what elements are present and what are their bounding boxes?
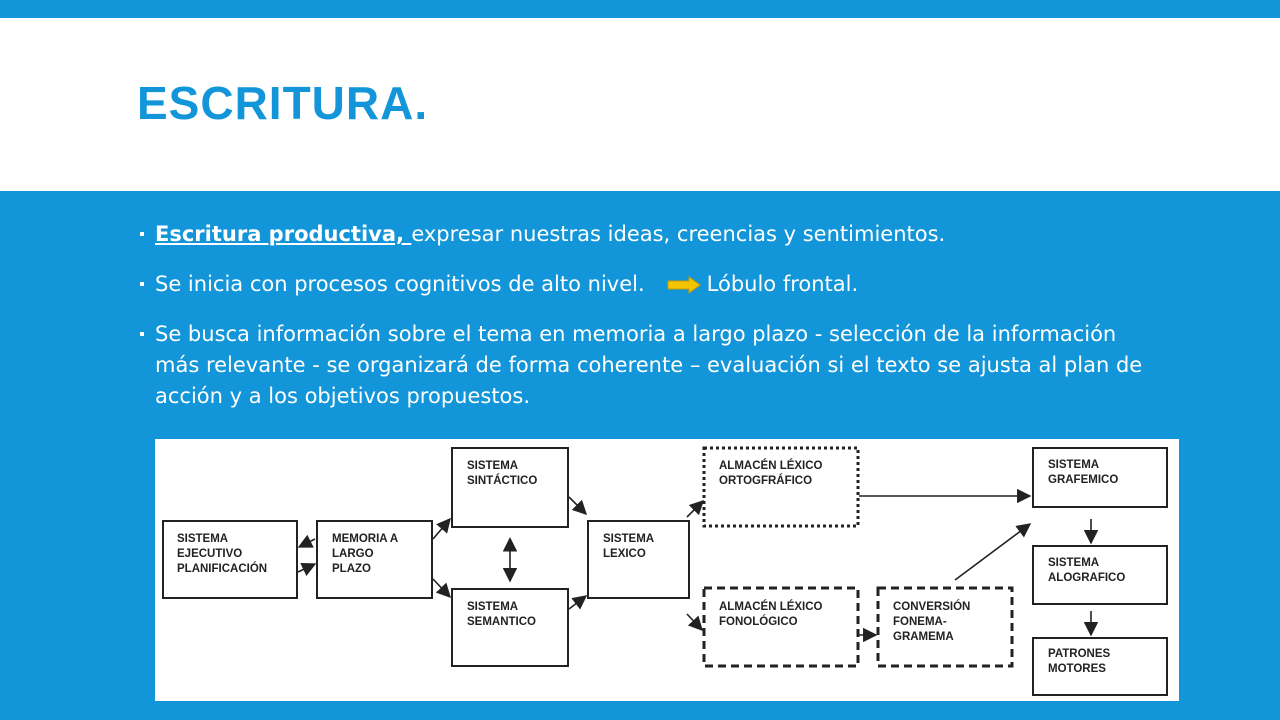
diagram-arrows (297, 488, 1099, 643)
box-label-line: SISTEMA (177, 533, 228, 545)
box-sistema-ejecutivo: SISTEMA EJECUTIVO PLANIFICACIÓN (162, 520, 298, 599)
arrow-memoria-to-semantico (432, 578, 451, 599)
arrow-ejecutivo-to-memoria (297, 563, 317, 577)
slide-title: ESCRITURA. (137, 77, 429, 129)
bullet-icon (140, 332, 144, 336)
bullet-item: Escritura productiva, expresar nuestras … (140, 219, 1150, 250)
bullet-text: Se busca información sobre el tema en me… (155, 322, 1143, 408)
top-accent-bar (0, 0, 1280, 18)
box-label-line: EJECUTIVO (177, 548, 242, 560)
bullet-list: Escritura productiva, expresar nuestras … (140, 219, 1150, 431)
bullet-text: Se inicia con procesos cognitivos de alt… (155, 272, 645, 296)
arrow-lexico-to-ortografico (686, 499, 705, 518)
bullet-lead: Escritura productiva, (155, 222, 412, 246)
bullet-icon (140, 232, 144, 236)
bullet-icon (140, 282, 144, 286)
arrow-right-icon (667, 276, 701, 294)
arrow-memoria-to-sintactico (432, 517, 451, 540)
arrow-memoria-to-ejecutivo (297, 534, 316, 548)
bullet-item: Se busca información sobre el tema en me… (140, 319, 1150, 412)
title-area: ESCRITURA. (0, 18, 1280, 191)
arrow-semantico-to-lexico (568, 595, 588, 610)
bullet-after-arrow: Lóbulo frontal. (706, 272, 859, 296)
arrow-sintactico-to-lexico (568, 496, 588, 516)
bullet-text: expresar nuestras ideas, creencias y sen… (411, 222, 946, 246)
arrow-conversion-to-grafemico (954, 523, 1032, 581)
content-area: Escritura productiva, expresar nuestras … (0, 191, 1280, 720)
arrow-lexico-to-fonologico (686, 613, 703, 632)
bullet-item: Se inicia con procesos cognitivos de alt… (140, 269, 1150, 300)
box-label-line: PLANIFICACIÓN (177, 562, 267, 575)
